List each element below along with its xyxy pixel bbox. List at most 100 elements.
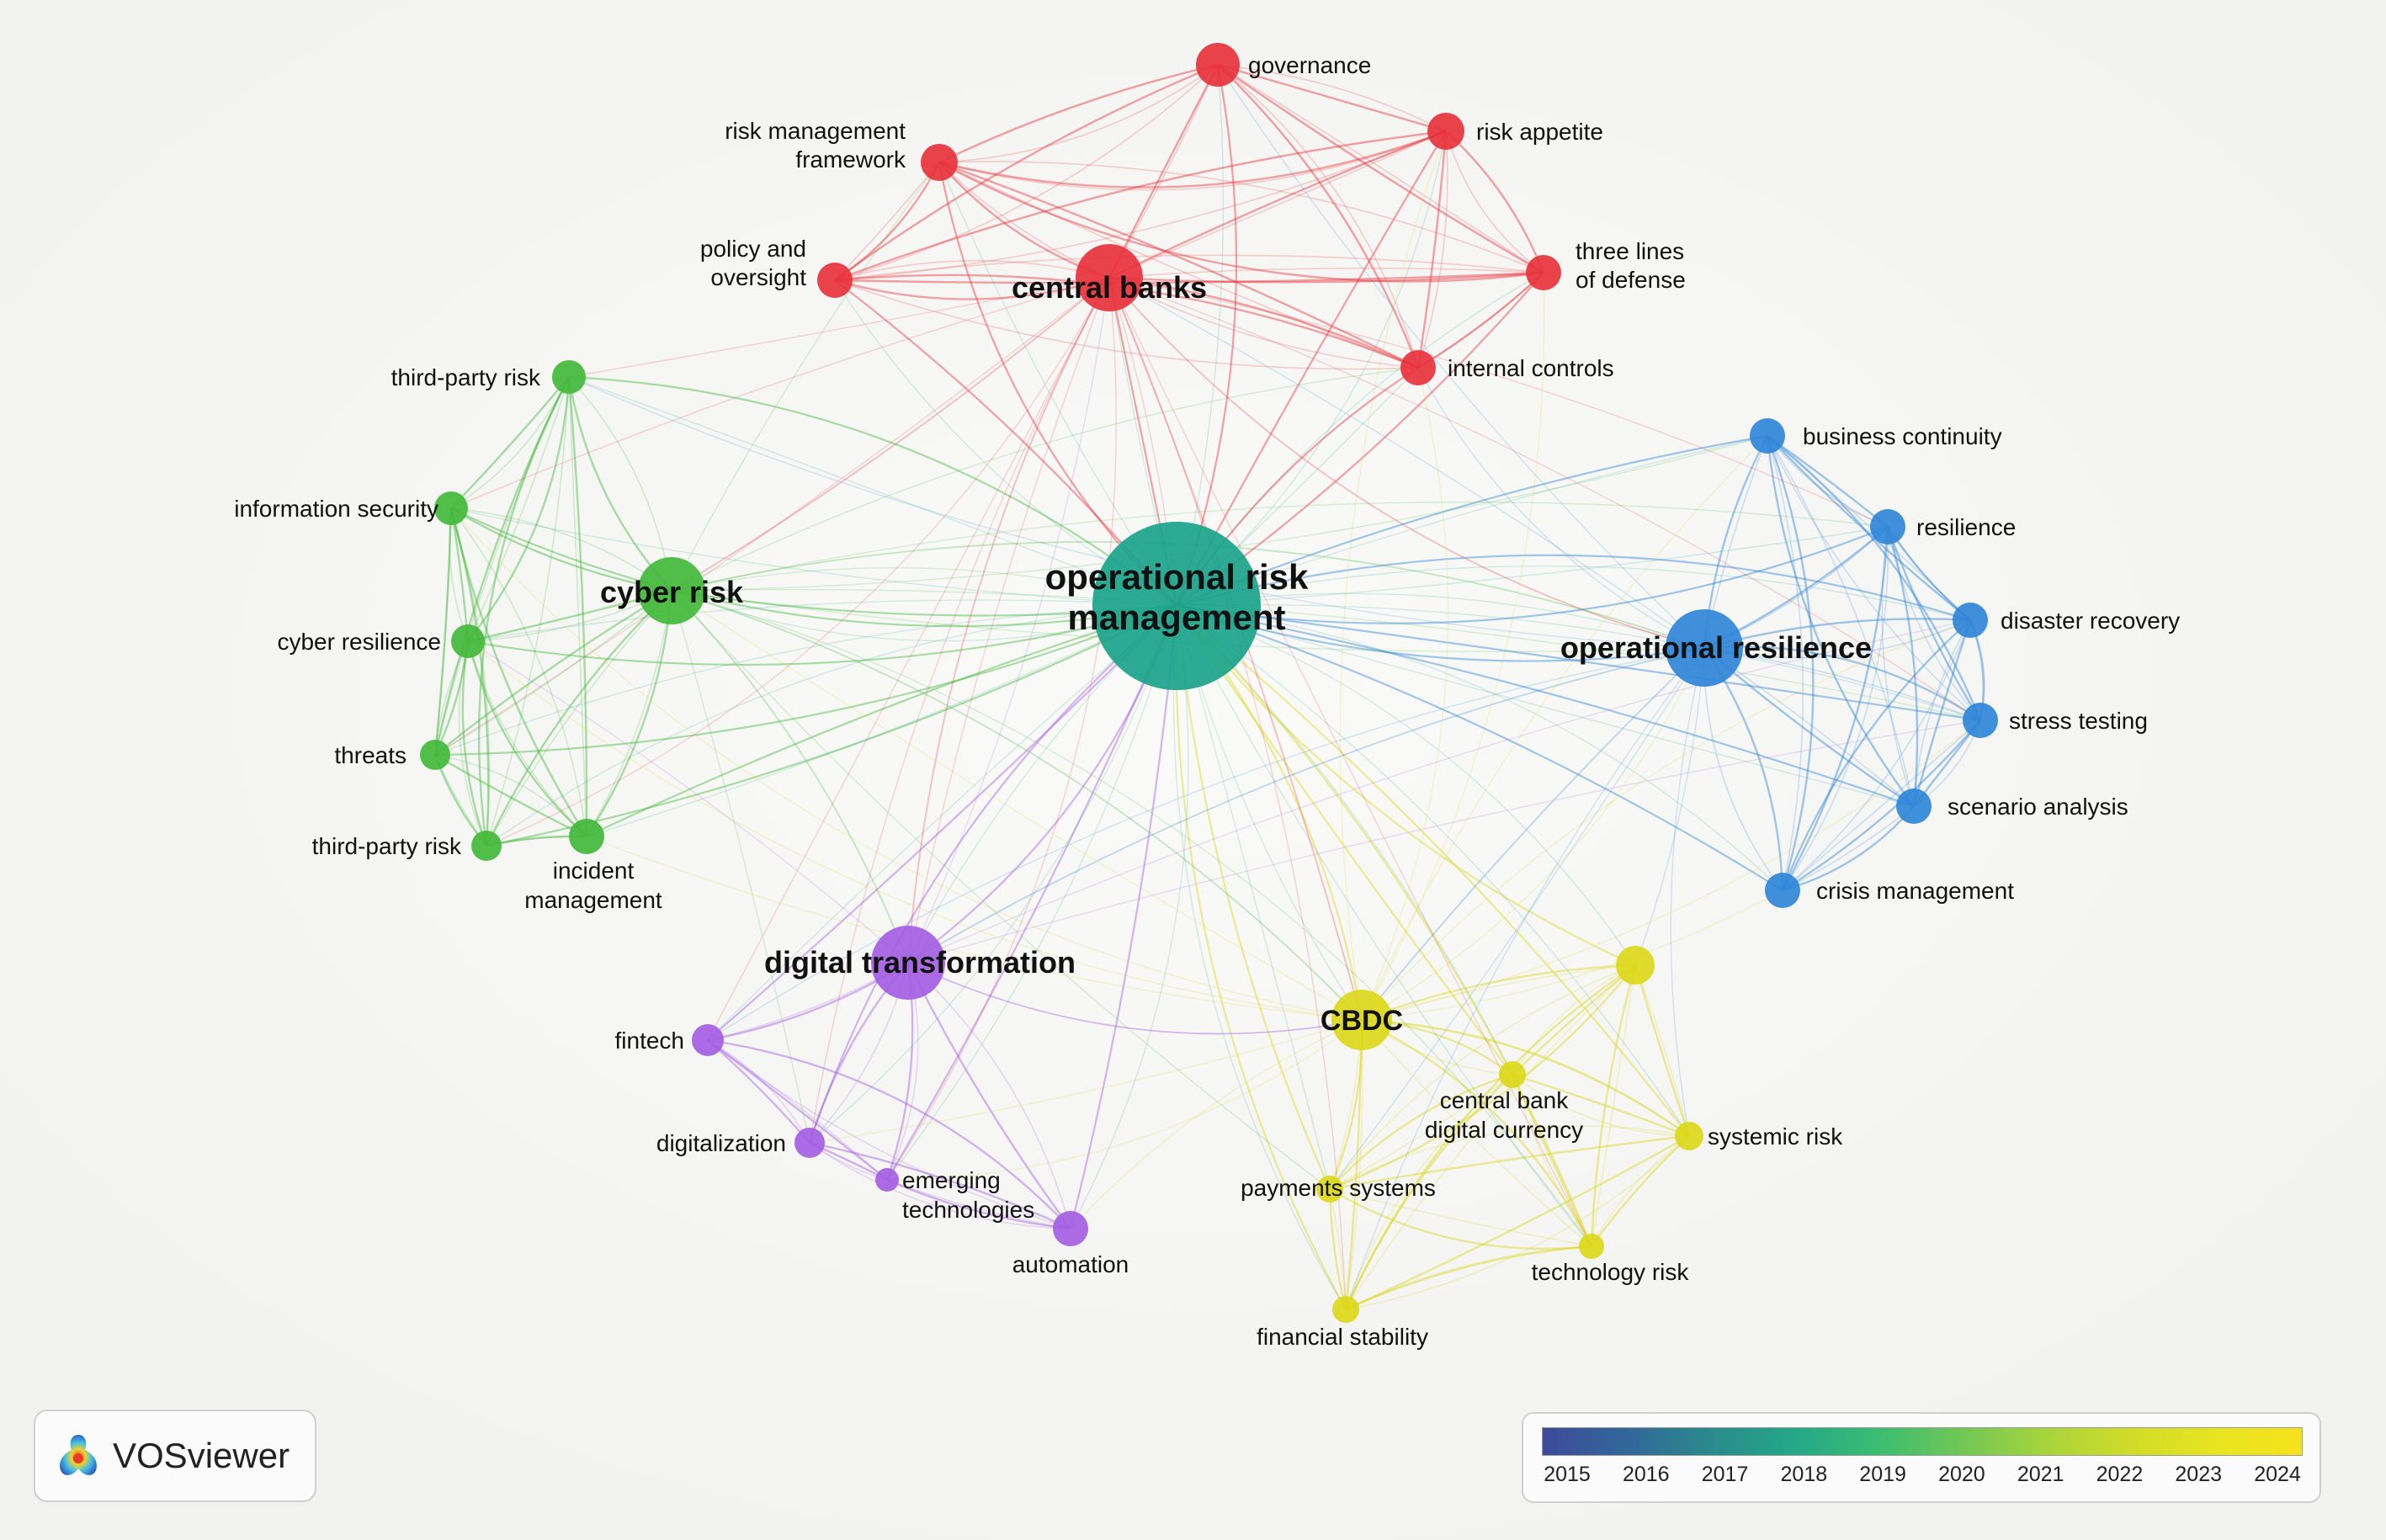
- edge-cyber_risk-incident: [586, 590, 672, 837]
- edge-op_res-cbdc: [1361, 647, 1705, 1021]
- node-op_res[interactable]: [1666, 609, 1743, 687]
- edge-cbdc-automation: [1070, 1019, 1363, 1229]
- label-line: automation: [1012, 1251, 1129, 1277]
- node-digitalization[interactable]: [794, 1128, 825, 1158]
- node-tpr1[interactable]: [552, 360, 586, 394]
- edge-cyber_res-incident: [467, 640, 587, 837]
- node-payments[interactable]: [1316, 1176, 1343, 1203]
- edge-risk_appetite-three_lines: [1445, 130, 1545, 273]
- edge-cyber_risk-digitalization: [671, 590, 810, 1144]
- node-central_banks[interactable]: [1076, 244, 1143, 311]
- edge-cyber_risk-incident: [585, 590, 673, 837]
- node-techrisk[interactable]: [1579, 1234, 1604, 1259]
- edge-cbdc_full-finstab: [1344, 1074, 1513, 1310]
- edge-tpr1-threats: [434, 376, 570, 756]
- edge-op_res-stress: [1703, 645, 1981, 721]
- legend-year-label: 2020: [1938, 1463, 1985, 1486]
- label-internal_controls: internal controls: [1448, 355, 1614, 381]
- label-line: scenario analysis: [1948, 794, 2128, 820]
- node-resilience[interactable]: [1870, 509, 1905, 544]
- node-cyber_risk[interactable]: [638, 557, 705, 624]
- label-line: central bank: [1440, 1087, 1570, 1113]
- node-fintech[interactable]: [692, 1024, 724, 1056]
- node-stress[interactable]: [1963, 703, 1998, 738]
- edge-cbdc-disaster: [1361, 619, 1971, 1021]
- node-internal_controls[interactable]: [1400, 350, 1436, 385]
- node-emerging[interactable]: [875, 1168, 899, 1192]
- label-payments: payments systems: [1241, 1175, 1436, 1201]
- edge-cyber_risk-tpr2: [486, 590, 672, 847]
- edge-systemic-techrisk: [1591, 1135, 1690, 1247]
- edge-cbdc-risk_appetite: [1339, 130, 1447, 1021]
- node-disaster[interactable]: [1953, 603, 1988, 638]
- node-incident[interactable]: [569, 819, 604, 854]
- node-crisis[interactable]: [1765, 873, 1800, 908]
- node-governance[interactable]: [1196, 43, 1240, 87]
- edge-tpr1-cyber_res: [467, 376, 571, 642]
- edge-rmf-policy: [834, 162, 941, 281]
- edge-scenario-crisis: [1782, 805, 1915, 892]
- label-resilience: resilience: [1916, 514, 2016, 540]
- node-infosec[interactable]: [434, 491, 468, 525]
- label-line: oversight: [710, 264, 806, 290]
- label-scenario: scenario analysis: [1948, 794, 2128, 820]
- edge-rmf-three_lines: [938, 161, 1544, 273]
- edge-orm-techrisk: [1176, 605, 1593, 1247]
- node-digital[interactable]: [871, 926, 945, 1000]
- label-tpr1: third-party risk: [391, 364, 541, 390]
- label-finstab: financial stability: [1257, 1324, 1428, 1350]
- edge-cyber_res-tpr2: [461, 640, 488, 847]
- edge-orm-disaster: [1176, 565, 1971, 621]
- edge-digital-automation: [907, 962, 1071, 1229]
- node-tpr2[interactable]: [471, 831, 502, 861]
- node-cbdc_full[interactable]: [1499, 1061, 1526, 1088]
- node-finstab[interactable]: [1332, 1296, 1359, 1323]
- edge-bcont-stress: [1767, 435, 1982, 721]
- edge-digital-disaster: [907, 619, 1971, 964]
- edge-central_banks-cyber_risk: [671, 277, 1110, 592]
- node-scenario[interactable]: [1896, 789, 1932, 824]
- edge-y_unlabeled-payments: [1329, 964, 1636, 1191]
- edge-fintech-emerging: [707, 1039, 888, 1181]
- node-cyber_res[interactable]: [451, 624, 485, 658]
- node-bcont[interactable]: [1750, 418, 1785, 454]
- edge-cyber_risk-internal_controls: [671, 367, 1419, 592]
- label-governance: governance: [1248, 52, 1371, 78]
- node-automation[interactable]: [1053, 1211, 1088, 1246]
- node-threats[interactable]: [420, 740, 450, 770]
- edge-tpr1-tpr2: [486, 376, 570, 847]
- edge-orm-techrisk: [1176, 605, 1592, 1247]
- node-orm[interactable]: [1092, 522, 1261, 690]
- label-automation: automation: [1012, 1251, 1129, 1277]
- label-cbdc: CBDC: [1321, 1005, 1403, 1037]
- edge-infosec-incident: [450, 507, 587, 837]
- node-policy[interactable]: [817, 263, 853, 298]
- node-cbdc[interactable]: [1331, 990, 1392, 1050]
- edge-central_banks-techrisk: [1108, 277, 1592, 1247]
- edge-central_banks-digital: [907, 277, 1110, 964]
- edge-orm-crisis: [1176, 604, 1783, 891]
- edge-digital-cyber_res: [467, 640, 909, 964]
- node-systemic[interactable]: [1675, 1122, 1703, 1150]
- edge-cbdc-y_unlabeled: [1361, 964, 1636, 1022]
- label-cyber_risk: cyber risk: [600, 575, 744, 609]
- edge-cbdc_full-techrisk: [1512, 1074, 1592, 1247]
- edge-cbdc-cyber_res: [467, 640, 1363, 1021]
- node-rmf[interactable]: [921, 144, 958, 181]
- edge-systemic-finstab: [1345, 1134, 1690, 1311]
- edge-orm-stress: [1176, 603, 1981, 721]
- vosviewer-label: VOSviewer: [113, 1436, 290, 1475]
- edge-cyber_res-tpr2: [458, 640, 487, 847]
- edge-cbdc_full-payments: [1329, 1074, 1513, 1190]
- edge-digital-stress: [907, 720, 1981, 964]
- edge-y_unlabeled-systemic: [1634, 964, 1691, 1137]
- edge-governance-risk_appetite: [1217, 64, 1447, 132]
- node-risk_appetite[interactable]: [1427, 113, 1464, 150]
- edge-governance-policy: [834, 64, 1219, 281]
- node-y_unlabeled[interactable]: [1616, 946, 1655, 985]
- label-line: threats: [334, 742, 407, 768]
- edge-systemic-techrisk: [1591, 1135, 1690, 1247]
- edge-tpr1-incident: [568, 376, 587, 837]
- node-three_lines[interactable]: [1526, 255, 1561, 290]
